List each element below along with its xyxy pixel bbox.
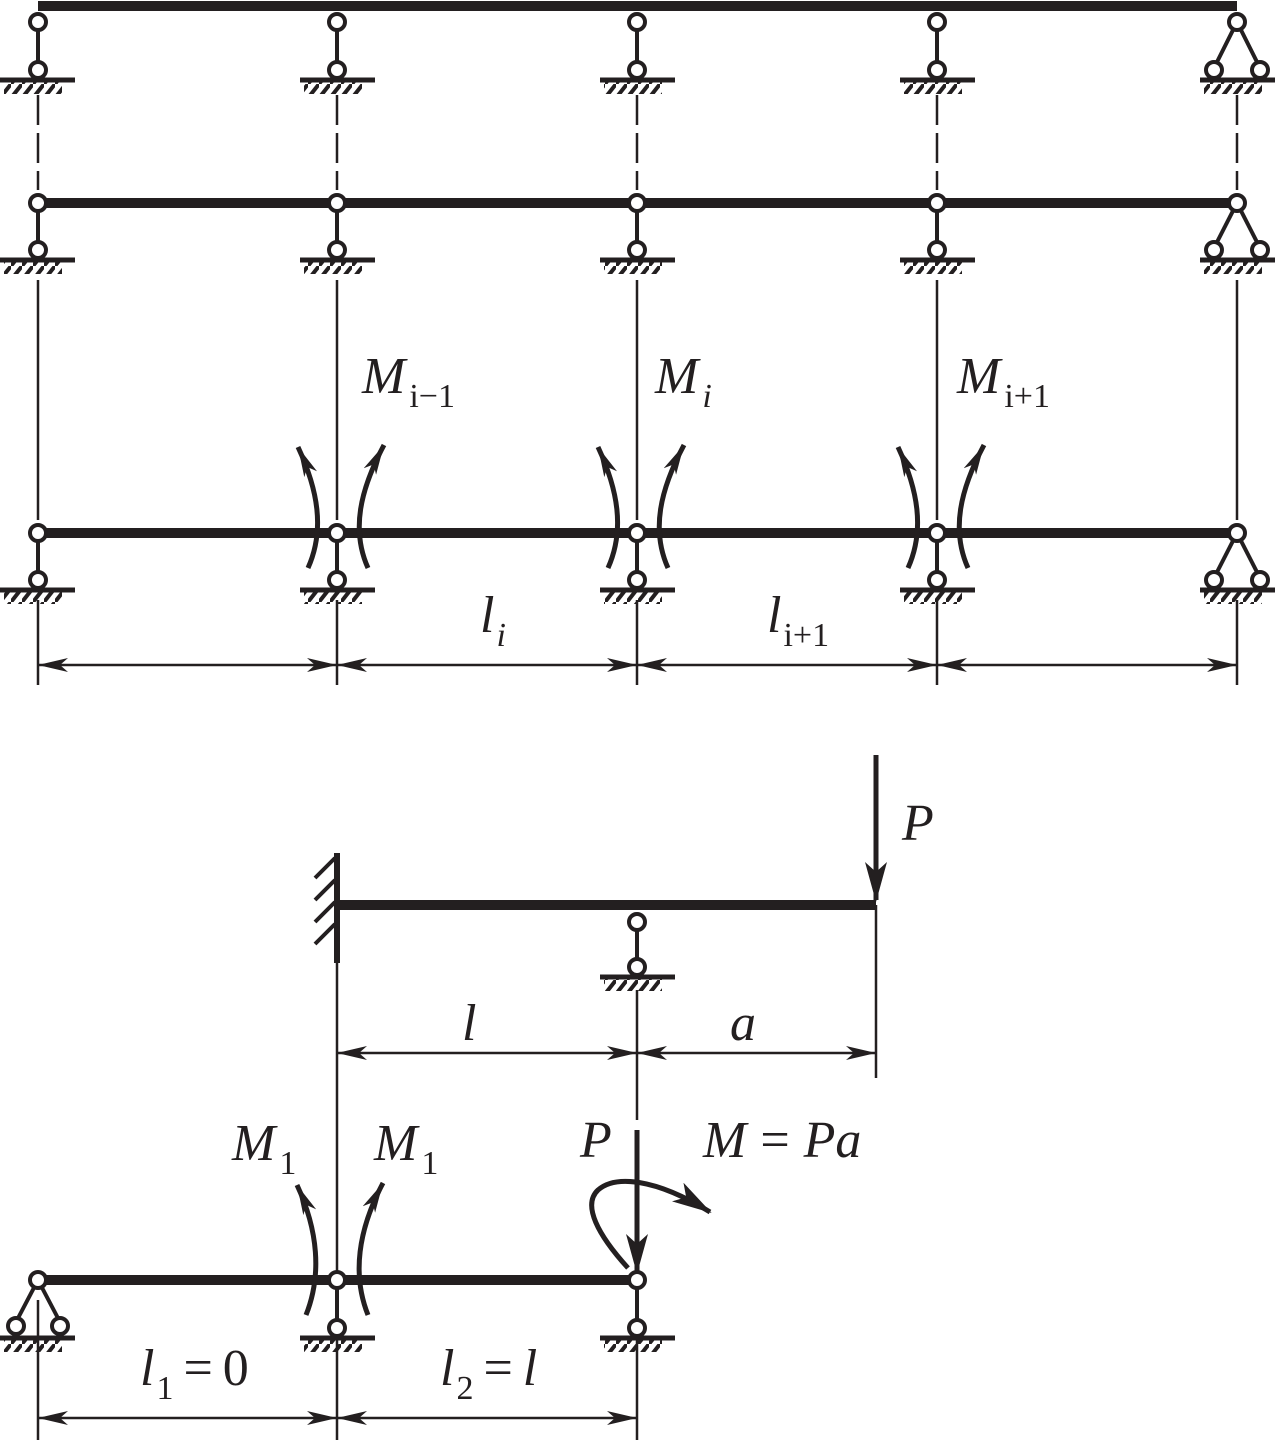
label-load-M: M=Pa xyxy=(702,1112,861,1169)
label-span-li-plus-1: li+1 xyxy=(767,587,829,654)
wall-hatch xyxy=(313,856,337,946)
label-force-P: P xyxy=(901,795,934,852)
pin-support-left xyxy=(0,1270,75,1352)
row1-supports xyxy=(0,12,1275,94)
bottom-beam-system xyxy=(0,755,887,1440)
transferred-moment-arrow xyxy=(589,1178,712,1270)
roller-support-3 xyxy=(600,12,675,94)
guide-lines xyxy=(36,95,1239,685)
label-span-l1: l1=0 xyxy=(140,1340,249,1407)
row3-supports xyxy=(0,523,1275,604)
top-beam-system xyxy=(0,1,1275,685)
roller-support-lower-mid xyxy=(300,1270,375,1352)
label-span-l: l xyxy=(462,995,476,1052)
moment-arrows-top xyxy=(295,443,987,570)
roller-support-2 xyxy=(300,12,375,94)
label-span-a: a xyxy=(730,995,756,1052)
row2-supports xyxy=(0,193,1275,274)
roller-support-mid xyxy=(600,912,675,991)
roller-support-1 xyxy=(0,12,75,94)
pin-support-5 xyxy=(1200,12,1275,94)
label-load-P: P xyxy=(579,1112,612,1169)
roller-support-4 xyxy=(900,12,975,94)
label-span-li: li xyxy=(480,587,506,654)
label-span-l2: l2=l xyxy=(440,1340,537,1407)
